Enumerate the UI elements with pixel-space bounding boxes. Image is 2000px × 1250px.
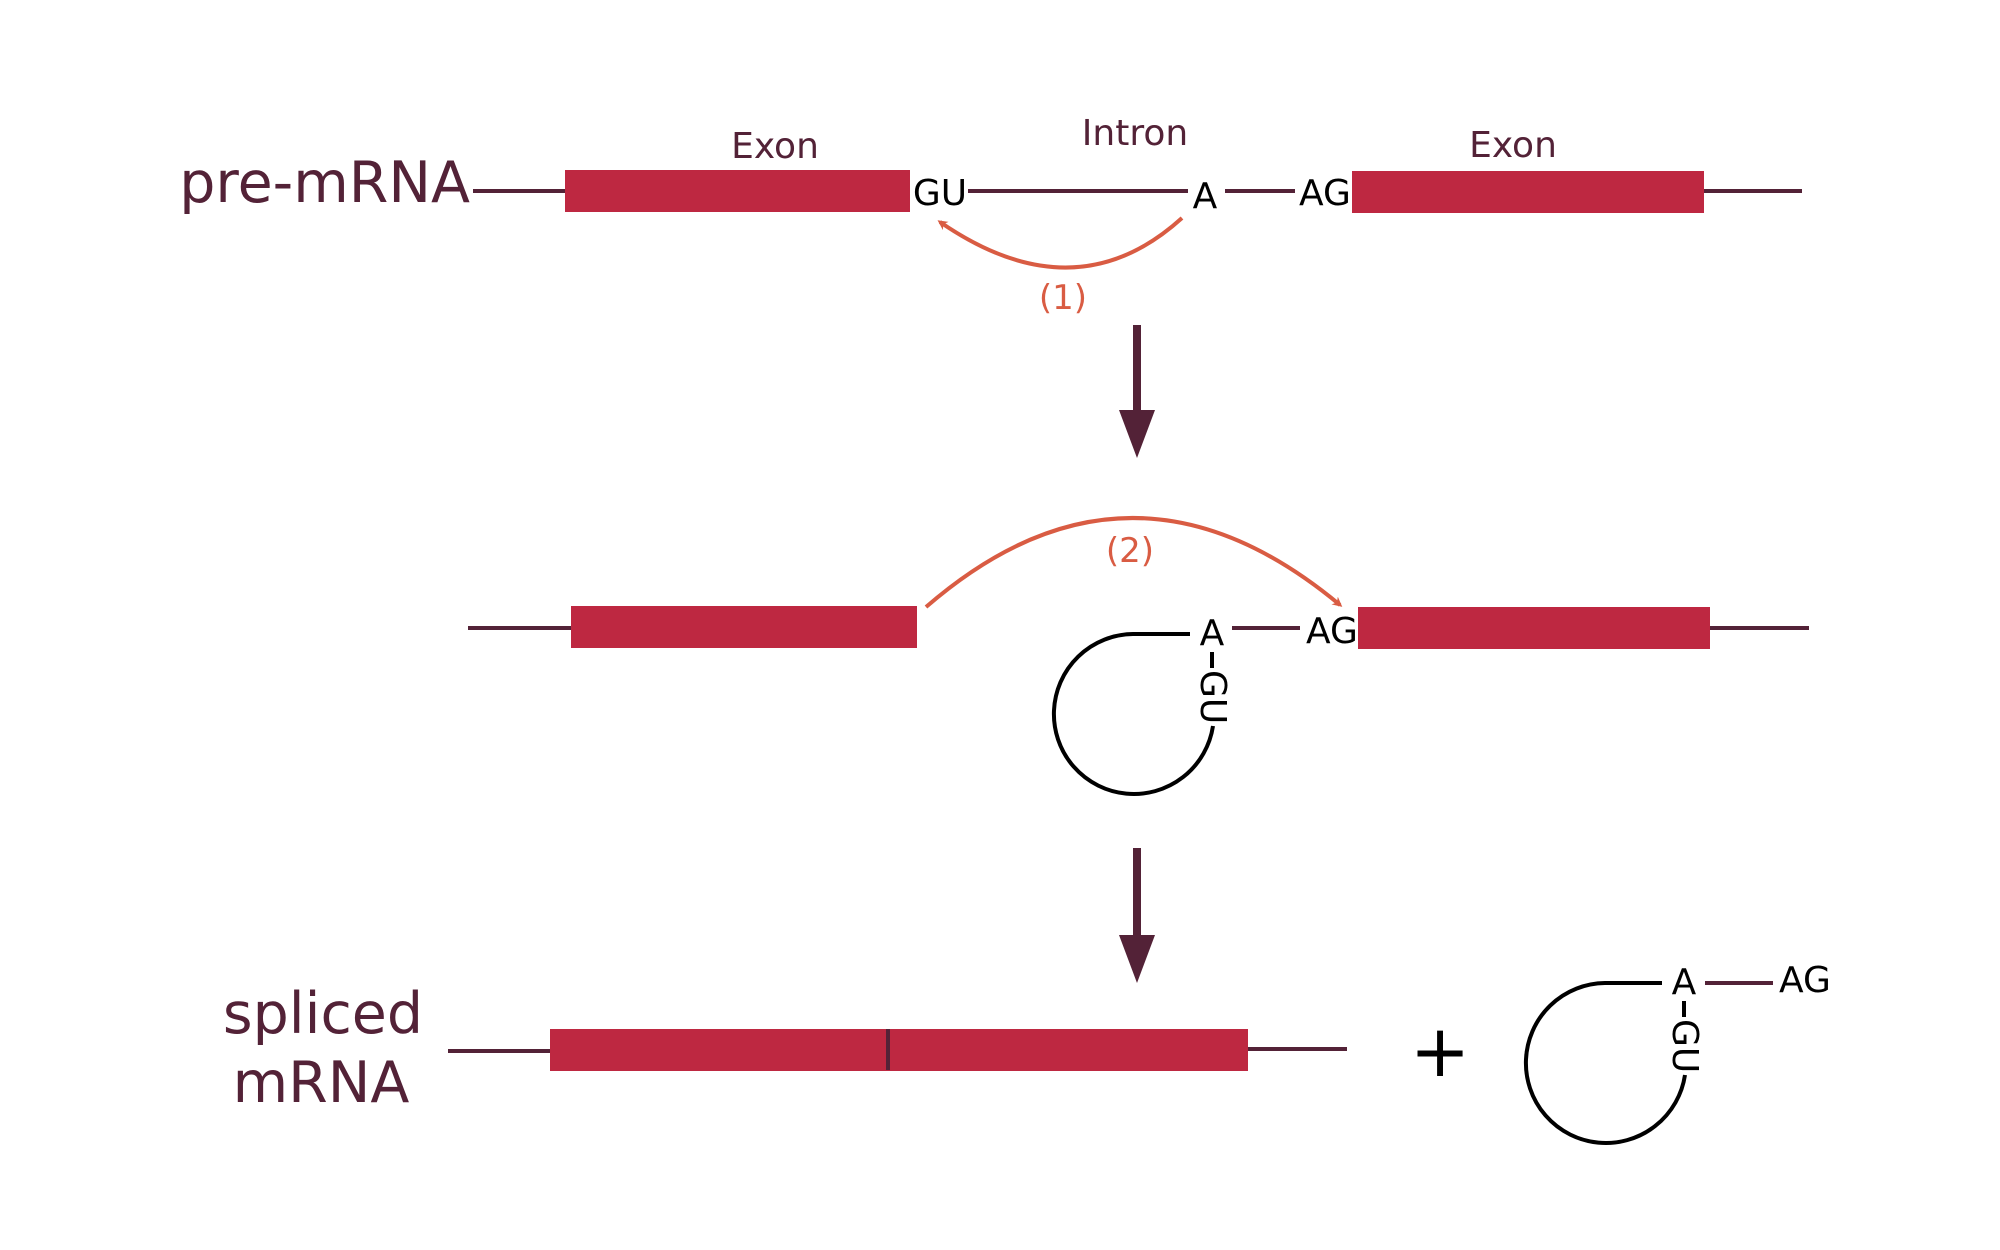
exon-right-label: Exon [1469,125,1557,166]
branch-point-label: A [1193,176,1218,217]
step-2-label: (2) [1106,531,1154,571]
spliced-mrna-label-line-2: mRNA [233,1050,410,1116]
excised-lariat-loop [1523,981,1687,1145]
spliced-mrna-label-line-1: spliced [223,981,423,1047]
lariat-site-label: GU [1192,670,1233,724]
joined-exons [550,1029,1248,1071]
donor-site-label: GU [913,173,967,214]
intron-label: Intron [1082,113,1188,154]
pre-mrna-label: pre-mRNA [179,150,470,216]
branch-point-label: A [1672,962,1697,1003]
exon-right [1352,171,1704,213]
exon-left-label: Exon [731,126,819,167]
pre-mrna-row: pre-mRNA Exon GU Intron A AG Exon (1) [179,113,1802,318]
exon-left [571,606,917,648]
exon-left [565,170,910,212]
lariat-loop [1051,632,1215,796]
step-1-label: (1) [1039,278,1087,318]
acceptor-site-label: AG [1779,960,1831,1001]
lariat-intermediate-row: (2) A GU AG [468,516,1809,796]
spliced-mrna-row: spliced mRNA + A GU AG [223,960,1831,1145]
transition-arrow-1 [1119,325,1155,458]
transition-arrow-2 [1119,848,1155,983]
lariat-site-label: GU [1664,1019,1705,1073]
exon-right [1358,607,1710,649]
acceptor-site-label: AG [1299,173,1351,214]
branch-point-label: A [1200,613,1225,654]
plus-sign: + [1410,1009,1470,1093]
acceptor-site-label: AG [1306,611,1358,652]
step-1-reaction-arrow [937,216,1184,270]
step-2-reaction-arrow [924,516,1343,609]
